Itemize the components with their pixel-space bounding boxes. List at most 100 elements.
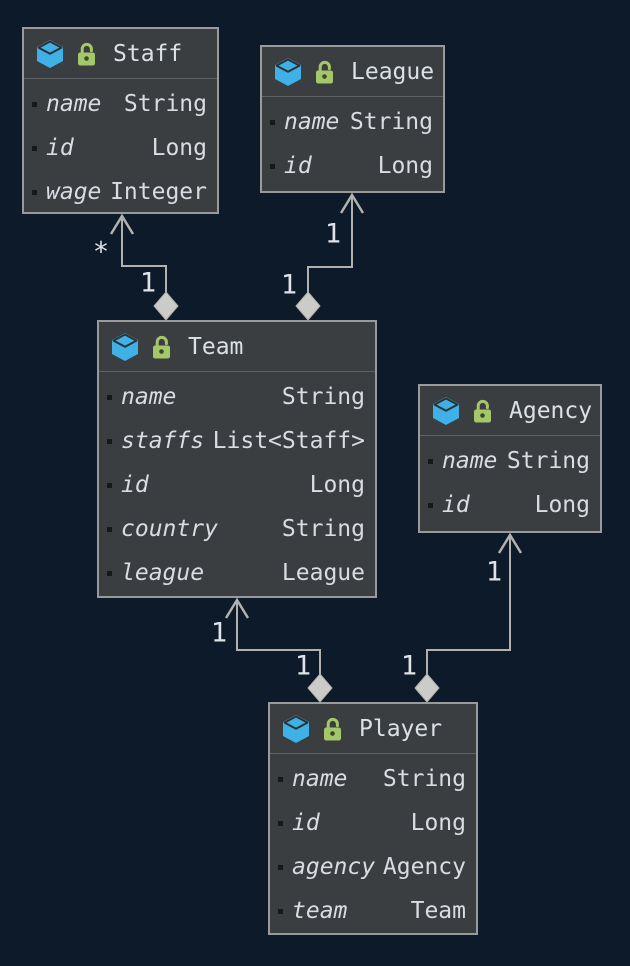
field-list: name String id Long	[262, 97, 443, 188]
field-bullet-icon	[278, 776, 283, 782]
unlocked-icon	[77, 41, 98, 67]
entity-agency[interactable]: Agency name String id Long	[418, 384, 602, 533]
relationship-edge-player-to-team[interactable]	[224, 597, 333, 703]
field-bullet-icon	[270, 163, 275, 169]
field-type: String	[349, 109, 433, 135]
field-row-name[interactable]: name String	[270, 757, 476, 801]
field-type: League	[281, 560, 365, 586]
arrowhead-icon	[224, 597, 250, 619]
field-row-id[interactable]: id Long	[270, 801, 476, 845]
multiplicity-label: 1	[280, 269, 298, 301]
multiplicity-label: 1	[485, 556, 503, 588]
arrowhead-icon	[339, 192, 365, 214]
field-bullet-icon	[428, 502, 433, 508]
field-name: name	[292, 766, 348, 792]
field-row-id[interactable]: id Long	[262, 144, 443, 188]
unlocked-icon	[315, 59, 336, 85]
field-row-league[interactable]: league League	[99, 551, 375, 595]
edge-line	[426, 534, 511, 674]
arrowhead-icon	[109, 213, 135, 235]
entity-title: League	[351, 58, 435, 85]
field-type: Integer	[110, 179, 207, 205]
field-type: String	[281, 516, 365, 542]
entity-header-agency[interactable]: Agency	[420, 386, 600, 436]
unlocked-icon	[473, 398, 494, 424]
unlocked-icon	[323, 716, 344, 742]
field-name: wage	[46, 179, 102, 205]
entity-title: Agency	[509, 397, 593, 424]
field-bullet-icon	[32, 145, 37, 151]
field-name: name	[46, 91, 102, 117]
field-name: league	[121, 560, 205, 586]
field-row-name[interactable]: name String	[420, 439, 600, 483]
multiplicity-label: 1	[210, 617, 228, 649]
field-type: Long	[309, 472, 365, 498]
relationship-edge-team-to-staff[interactable]	[109, 213, 179, 321]
field-bullet-icon	[107, 438, 112, 444]
field-row-wage[interactable]: wage Integer	[24, 170, 217, 214]
field-row-name[interactable]: name String	[99, 375, 375, 419]
field-name: name	[284, 109, 340, 135]
field-type: String	[281, 384, 365, 410]
field-name: name	[121, 384, 177, 410]
field-type: Agency	[382, 854, 466, 880]
field-name: agency	[292, 854, 376, 880]
class-icon	[111, 332, 139, 362]
field-bullet-icon	[32, 189, 37, 195]
entity-title: Team	[188, 333, 244, 360]
entity-header-team[interactable]: Team	[99, 322, 375, 372]
field-row-name[interactable]: name String	[262, 100, 443, 144]
field-bullet-icon	[278, 864, 283, 870]
field-name: id	[442, 492, 470, 518]
field-bullet-icon	[107, 482, 112, 488]
field-bullet-icon	[107, 570, 112, 576]
field-type: Long	[151, 135, 207, 161]
multiplicity-label: 1	[139, 267, 157, 299]
field-type: String	[382, 766, 466, 792]
field-bullet-icon	[270, 119, 275, 125]
field-bullet-icon	[107, 526, 112, 532]
field-name: name	[442, 448, 498, 474]
entity-title: Player	[359, 715, 443, 742]
entity-header-league[interactable]: League	[262, 47, 443, 97]
relationship-edge-team-to-league[interactable]	[295, 192, 365, 321]
field-row-id[interactable]: id Long	[24, 126, 217, 170]
field-name: id	[284, 153, 312, 179]
relationship-edge-player-to-agency[interactable]	[414, 532, 523, 703]
aggregation-diamond-icon	[295, 291, 321, 321]
entity-title: Staff	[113, 40, 183, 67]
entity-header-player[interactable]: Player	[270, 704, 476, 754]
aggregation-diamond-icon	[414, 673, 440, 703]
unlocked-icon	[152, 334, 173, 360]
entity-header-staff[interactable]: Staff	[24, 29, 217, 79]
field-type: Long	[377, 153, 433, 179]
aggregation-diamond-icon	[153, 291, 179, 321]
field-name: team	[292, 898, 348, 924]
field-bullet-icon	[278, 908, 283, 914]
field-row-id[interactable]: id Long	[420, 483, 600, 527]
edge-line	[307, 194, 353, 292]
class-icon	[274, 57, 302, 87]
field-bullet-icon	[278, 820, 283, 826]
multiplicity-label: 1	[400, 650, 418, 682]
field-type: String	[506, 448, 590, 474]
field-type: Long	[410, 810, 466, 836]
field-name: id	[46, 135, 74, 161]
edge-line	[236, 599, 321, 674]
field-name: id	[292, 810, 320, 836]
field-type: List<Staff>	[212, 428, 365, 454]
field-type: Long	[534, 492, 590, 518]
entity-league[interactable]: League name String id Long	[260, 45, 445, 193]
